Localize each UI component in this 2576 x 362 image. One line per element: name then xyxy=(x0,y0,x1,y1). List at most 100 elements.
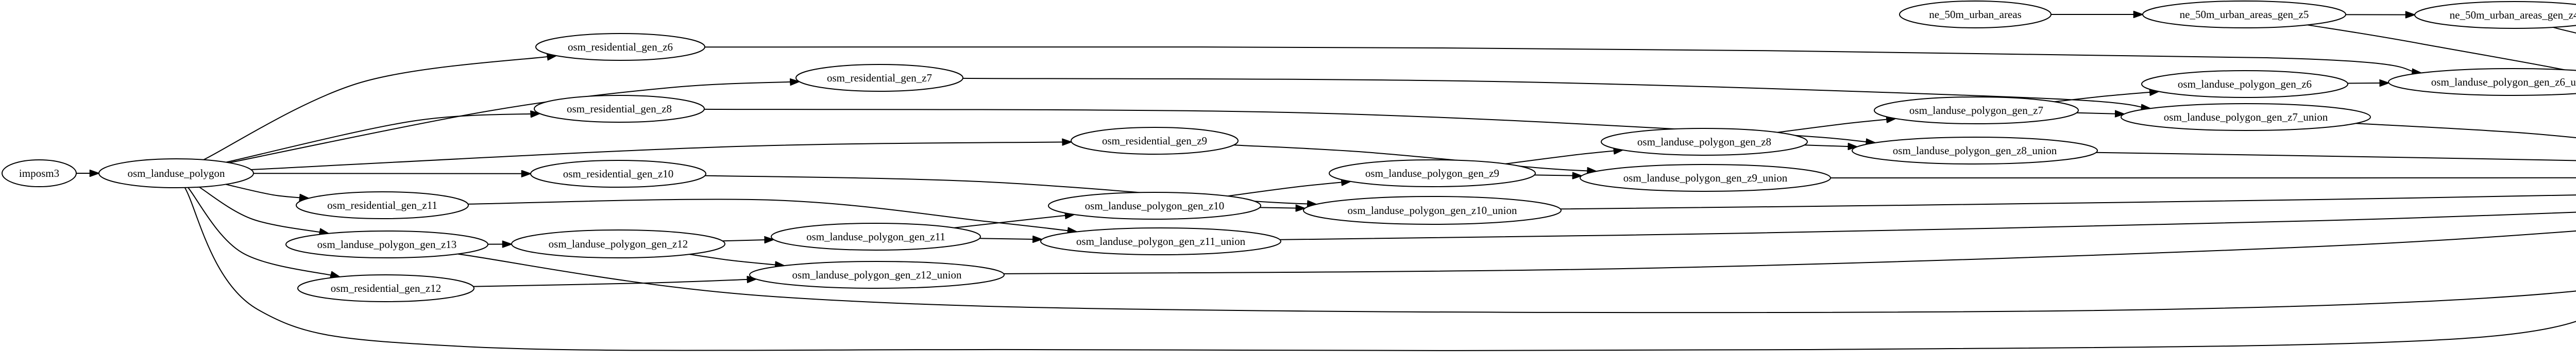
node-osm_residential_gen_z11: osm_residential_gen_z11 xyxy=(296,191,469,219)
edge-osm_landuse_polygon_gen_z7-to-osm_landuse_polygon_gen_z6 xyxy=(2054,91,2159,103)
edge-osm_landuse_polygon_gen_z9-to-osm_landuse_polygon_gen_z9_union xyxy=(1534,175,1582,176)
node-layer: imposm3 osm_landuse_polygon ne_50m_urban_a… xyxy=(2,1,2576,302)
node-label-osm_landuse_polygon_gen_z9_union: osm_landuse_polygon_gen_z9_union xyxy=(1623,172,1788,184)
node-shape-osm_residential_gen_z9 xyxy=(1071,127,1239,155)
edge-layer xyxy=(76,14,2576,351)
edge-osm_landuse_polygon_gen_z11_union-to-layer_landuse-z11 xyxy=(1280,211,2576,240)
edge-osm_residential_gen_z10-to-osm_landuse_polygon_gen_z10_union xyxy=(705,175,1316,205)
node-label-osm_landuse_polygon_gen_z8: osm_landuse_polygon_gen_z8 xyxy=(1637,136,1771,148)
edge-osm_landuse_polygon_gen_z11-to-osm_landuse_polygon_gen_z10 xyxy=(954,215,1074,228)
edge-osm_landuse_polygon_gen_z10_union-to-layer_landuse-z10 xyxy=(1560,194,2576,210)
node-shape-osm_landuse_polygon xyxy=(98,158,254,188)
edge-osm_landuse_polygon_gen_z11-to-osm_landuse_polygon_gen_z11_union xyxy=(979,238,1042,239)
edge-osm_landuse_polygon-to-osm_residential_gen_z11 xyxy=(225,184,309,199)
edge-osm_landuse_polygon-to-osm_residential_gen_z9 xyxy=(251,142,1071,170)
node-osm_residential_gen_z6: osm_residential_gen_z6 xyxy=(535,33,705,61)
edge-osm_landuse_polygon-to-osm_residential_gen_z8 xyxy=(226,113,540,163)
node-label-ne_50m_urban_areas_gen_z5: ne_50m_urban_areas_gen_z5 xyxy=(2180,8,2309,21)
node-osm_landuse_polygon_gen_z9_union: osm_landuse_polygon_gen_z9_union xyxy=(1580,164,1831,192)
node-shape-osm_landuse_polygon_gen_z10 xyxy=(1048,192,1261,220)
node-osm_landuse_polygon_gen_z6: osm_landuse_polygon_gen_z6 xyxy=(2141,70,2348,98)
node-label-osm_landuse_polygon_gen_z12: osm_landuse_polygon_gen_z12 xyxy=(549,238,688,250)
node-shape-osm_residential_gen_z10 xyxy=(530,160,706,188)
node-label-osm_landuse_polygon: osm_landuse_polygon xyxy=(128,167,225,179)
node-shape-osm_landuse_polygon_gen_z13 xyxy=(285,231,488,258)
edge-osm_landuse_polygon-to-osm_landuse_polygon_gen_z13 xyxy=(198,186,329,234)
node-label-osm_residential_gen_z8: osm_residential_gen_z8 xyxy=(567,103,672,115)
node-osm_landuse_polygon_gen_z11: osm_landuse_polygon_gen_z11 xyxy=(771,223,981,251)
edge-osm_landuse_polygon_gen_z13-to-layer_landuse-z13 xyxy=(457,253,2576,314)
node-shape-osm_landuse_polygon_gen_z11 xyxy=(771,223,981,251)
node-shape-osm_landuse_polygon_gen_z6_union xyxy=(2388,68,2576,96)
node-label-osm_landuse_polygon_gen_z9: osm_landuse_polygon_gen_z9 xyxy=(1365,167,1499,179)
node-shape-osm_landuse_polygon_gen_z12_union xyxy=(749,261,1005,289)
edge-osm_landuse_polygon_gen_z10-to-osm_landuse_polygon_gen_z10_union xyxy=(1260,207,1305,208)
node-label-osm_residential_gen_z9: osm_residential_gen_z9 xyxy=(1102,135,1207,147)
node-shape-osm_residential_gen_z12 xyxy=(297,274,474,302)
node-shape-osm_landuse_polygon_gen_z12 xyxy=(511,229,725,258)
node-osm_landuse_polygon_gen_z6_union: osm_landuse_polygon_gen_z6_union xyxy=(2388,68,2576,96)
edge-osm_landuse_polygon_gen_z8-to-osm_landuse_polygon_gen_z7 xyxy=(1777,119,1895,133)
node-shape-osm_landuse_polygon_gen_z11_union xyxy=(1040,227,1281,255)
edge-osm_residential_gen_z12-to-osm_landuse_polygon_gen_z12_union xyxy=(473,279,756,287)
node-osm_landuse_polygon_gen_z7: osm_landuse_polygon_gen_z7 xyxy=(1874,96,2079,124)
edge-osm_landuse_polygon_gen_z8_union-to-layer_landuse-z8 xyxy=(2096,152,2576,161)
node-shape-osm_residential_gen_z7 xyxy=(795,64,963,92)
edge-osm_landuse_polygon_gen_z7_union-to-layer_landuse-z7 xyxy=(2355,123,2576,138)
node-shape-osm_landuse_polygon_gen_z9 xyxy=(1329,159,1536,187)
node-osm_landuse_polygon_gen_z11_union: osm_landuse_polygon_gen_z11_union xyxy=(1040,227,1281,255)
node-osm_landuse_polygon_gen_z12: osm_landuse_polygon_gen_z12 xyxy=(511,229,725,258)
node-shape-osm_residential_gen_z6 xyxy=(535,33,705,61)
edge-osm_landuse_polygon_gen_z8-to-osm_landuse_polygon_gen_z8_union xyxy=(1804,145,1857,146)
node-imposm3: imposm3 xyxy=(2,159,77,187)
node-osm_landuse_polygon_gen_z10: osm_landuse_polygon_gen_z10 xyxy=(1048,192,1261,220)
node-label-osm_landuse_polygon_gen_z7: osm_landuse_polygon_gen_z7 xyxy=(1909,104,2043,117)
node-label-osm_landuse_polygon_gen_z10: osm_landuse_polygon_gen_z10 xyxy=(1085,200,1225,212)
edge-osm_residential_gen_z7-to-osm_landuse_polygon_gen_z7_union xyxy=(962,77,2150,108)
node-shape-osm_landuse_polygon_gen_z8 xyxy=(1601,128,1808,156)
node-osm_residential_gen_z10: osm_residential_gen_z10 xyxy=(530,160,706,188)
edge-osm_landuse_polygon_gen_z12-to-osm_landuse_polygon_gen_z12_union xyxy=(689,254,784,266)
edge-ne_50m_urban_areas_gen_z5-to-layer_landuse-z5 xyxy=(2307,24,2576,73)
node-label-osm_landuse_polygon_gen_z7_union: osm_landuse_polygon_gen_z7_union xyxy=(2164,111,2328,123)
node-shape-osm_landuse_polygon_gen_z10_union xyxy=(1303,196,1562,225)
node-label-imposm3: imposm3 xyxy=(19,167,59,179)
edge-osm_landuse_polygon_gen_z12_union-to-layer_landuse-z12 xyxy=(1004,230,2576,274)
node-osm_landuse_polygon_gen_z9: osm_landuse_polygon_gen_z9 xyxy=(1329,159,1536,187)
node-osm_landuse_polygon_gen_z7_union: osm_landuse_polygon_gen_z7_union xyxy=(2121,103,2371,131)
node-label-osm_landuse_polygon_gen_z6: osm_landuse_polygon_gen_z6 xyxy=(2178,78,2312,90)
edge-osm_landuse_polygon_gen_z10-to-osm_landuse_polygon_gen_z9 xyxy=(1227,182,1351,197)
node-osm_landuse_polygon: osm_landuse_polygon xyxy=(98,158,254,188)
node-label-ne_50m_urban_areas: ne_50m_urban_areas xyxy=(1929,8,2022,21)
node-shape-imposm3 xyxy=(2,159,77,187)
edge-ne_50m_urban_areas_gen_z4-to-layer_landuse-z4 xyxy=(2553,26,2576,34)
node-label-osm_residential_gen_z11: osm_residential_gen_z11 xyxy=(327,199,437,211)
edge-osm_landuse_polygon_gen_z6-to-osm_landuse_polygon_gen_z6_union xyxy=(2347,83,2389,84)
edge-osm_residential_gen_z6-to-osm_landuse_polygon_gen_z6_union xyxy=(704,46,2421,73)
node-label-osm_landuse_polygon_gen_z11_union: osm_landuse_polygon_gen_z11_union xyxy=(1076,235,1246,248)
edge-osm_landuse_polygon-to-osm_residential_gen_z6 xyxy=(203,56,556,160)
node-osm_landuse_polygon_gen_z12_union: osm_landuse_polygon_gen_z12_union xyxy=(749,261,1005,289)
node-label-osm_landuse_polygon_gen_z6_union: osm_landuse_polygon_gen_z6_union xyxy=(2431,76,2576,88)
node-osm_landuse_polygon_gen_z8_union: osm_landuse_polygon_gen_z8_union xyxy=(1852,137,2098,164)
node-ne_50m_urban_areas: ne_50m_urban_areas xyxy=(1899,1,2052,28)
node-osm_residential_gen_z12: osm_residential_gen_z12 xyxy=(297,274,474,302)
node-label-osm_residential_gen_z6: osm_residential_gen_z6 xyxy=(568,41,673,53)
node-label-osm_residential_gen_z12: osm_residential_gen_z12 xyxy=(331,282,442,294)
node-label-osm_landuse_polygon_gen_z13: osm_landuse_polygon_gen_z13 xyxy=(317,238,457,251)
node-shape-osm_landuse_polygon_gen_z9_union xyxy=(1580,164,1831,192)
node-osm_residential_gen_z8: osm_residential_gen_z8 xyxy=(534,95,705,123)
edge-osm_residential_gen_z9-to-osm_landuse_polygon_gen_z9_union xyxy=(1233,144,1597,171)
node-shape-osm_residential_gen_z8 xyxy=(534,95,705,123)
node-osm_landuse_polygon_gen_z8: osm_landuse_polygon_gen_z8 xyxy=(1601,128,1808,156)
node-shape-ne_50m_urban_areas_gen_z5 xyxy=(2142,1,2346,28)
edge-osm_residential_gen_z11-to-osm_landuse_polygon_gen_z11_union xyxy=(468,199,1077,232)
node-label-osm_residential_gen_z10: osm_residential_gen_z10 xyxy=(563,168,674,180)
node-osm_landuse_polygon_gen_z10_union: osm_landuse_polygon_gen_z10_union xyxy=(1303,196,1562,225)
node-label-osm_landuse_polygon_gen_z11: osm_landuse_polygon_gen_z11 xyxy=(806,231,945,243)
edge-osm_landuse_polygon-to-layer_landuse-z14+ xyxy=(184,187,2576,351)
node-label-osm_landuse_polygon_gen_z12_union: osm_landuse_polygon_gen_z12_union xyxy=(792,269,962,281)
